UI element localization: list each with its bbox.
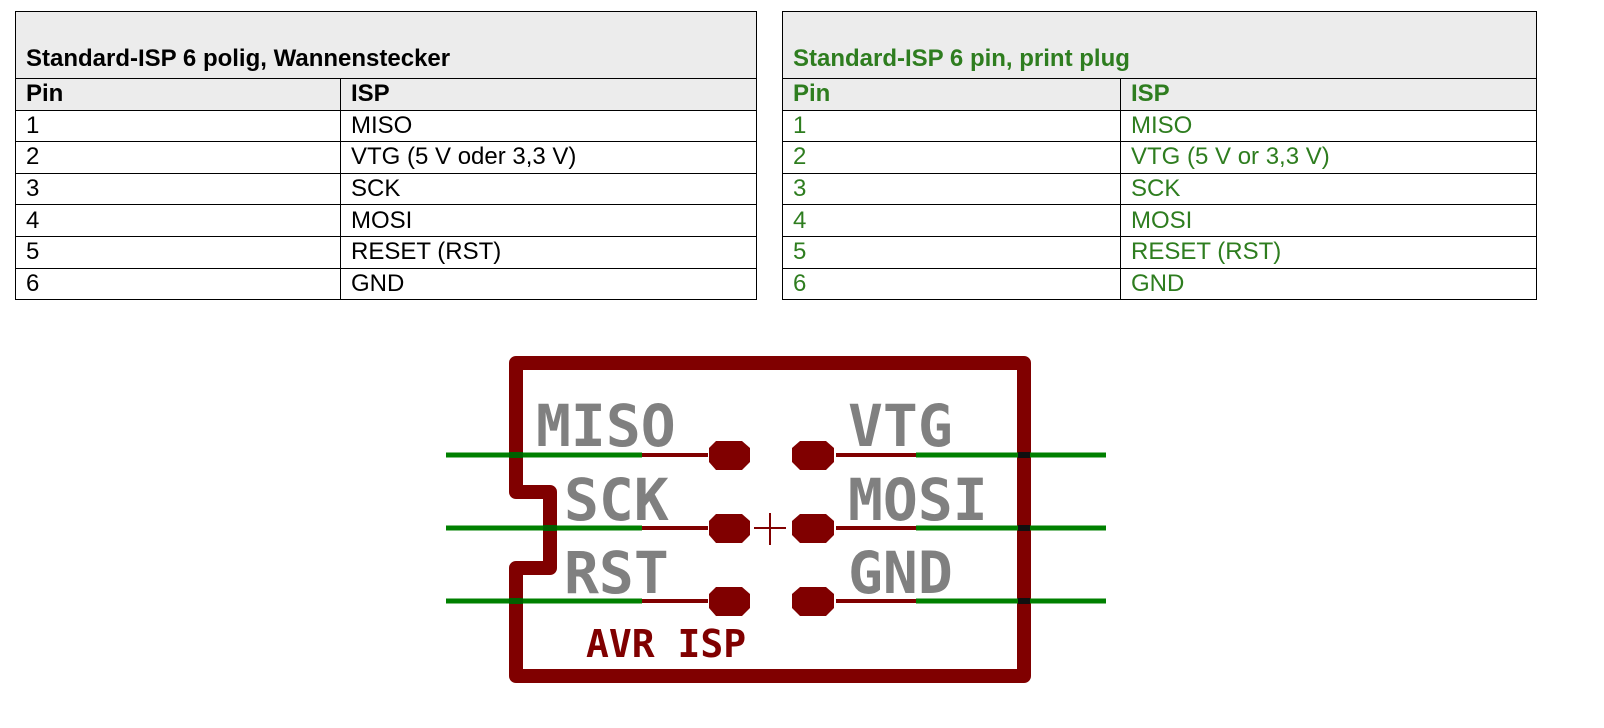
wire-junction bbox=[509, 452, 523, 458]
pin-number: 1 bbox=[15, 109, 341, 143]
pin-number: 5 bbox=[15, 235, 341, 269]
pin-signal: RESET (RST) bbox=[340, 235, 757, 269]
column-header-pin: Pin bbox=[15, 78, 341, 111]
pin-number: 3 bbox=[15, 172, 341, 206]
label-miso: MISO bbox=[536, 392, 676, 460]
pin-number: 6 bbox=[782, 267, 1121, 301]
label-vtg: VTG bbox=[848, 392, 953, 460]
wire-junction bbox=[1018, 452, 1030, 458]
left-wires bbox=[446, 452, 708, 604]
pad-gnd bbox=[792, 587, 834, 616]
pin-number: 4 bbox=[15, 204, 341, 237]
pad-sck bbox=[709, 514, 750, 543]
column-header-isp: ISP bbox=[340, 78, 757, 111]
pads bbox=[709, 441, 834, 616]
table-title: Standard-ISP 6 polig, Wannenstecker bbox=[15, 11, 757, 79]
label-mosi: MOSI bbox=[848, 466, 988, 534]
pin-signal: GND bbox=[1120, 267, 1537, 301]
pad-mosi bbox=[792, 514, 834, 543]
wire-junction bbox=[543, 525, 557, 531]
connector-name: AVR ISP bbox=[586, 622, 746, 666]
pin-signal: MISO bbox=[1120, 109, 1537, 143]
pad-miso bbox=[709, 441, 750, 470]
wire-junction bbox=[509, 598, 523, 604]
pin-signal: MOSI bbox=[340, 204, 757, 237]
pinout-table-english: Standard-ISP 6 pin, print plug Pin ISP 1… bbox=[782, 11, 1537, 301]
pin-number: 5 bbox=[782, 235, 1121, 269]
pad-rst bbox=[709, 587, 750, 616]
column-header-isp: ISP bbox=[1120, 78, 1537, 111]
label-gnd: GND bbox=[848, 539, 953, 607]
pin-number: 2 bbox=[782, 141, 1121, 174]
table-title: Standard-ISP 6 pin, print plug bbox=[782, 11, 1537, 79]
column-header-pin: Pin bbox=[782, 78, 1121, 111]
pin-number: 4 bbox=[782, 204, 1121, 237]
wire-junction bbox=[1018, 525, 1030, 531]
label-rst: RST bbox=[564, 539, 669, 607]
pin-signal: SCK bbox=[340, 172, 757, 206]
avr-isp-connector-schematic: MISO SCK RST VTG MOSI GND AVR ISP bbox=[446, 356, 1106, 683]
pin-signal: SCK bbox=[1120, 172, 1537, 206]
pin-number: 2 bbox=[15, 141, 341, 174]
pin-number: 6 bbox=[15, 267, 341, 301]
pin-signal: GND bbox=[340, 267, 757, 301]
pin-signal: RESET (RST) bbox=[1120, 235, 1537, 269]
connector-body-outline bbox=[509, 356, 1031, 683]
pinout-table-german: Standard-ISP 6 polig, Wannenstecker Pin … bbox=[15, 11, 757, 301]
right-wires bbox=[836, 452, 1106, 604]
pin-number: 1 bbox=[782, 109, 1121, 143]
wire-junction bbox=[1018, 598, 1030, 604]
origin-cross-icon bbox=[754, 513, 786, 545]
label-sck: SCK bbox=[564, 466, 669, 534]
pin-signal: VTG (5 V oder 3,3 V) bbox=[340, 141, 757, 174]
pad-vtg bbox=[792, 441, 834, 470]
pin-signal: MOSI bbox=[1120, 204, 1537, 237]
pin-signal: VTG (5 V or 3,3 V) bbox=[1120, 141, 1537, 174]
pin-number: 3 bbox=[782, 172, 1121, 206]
pin-signal: MISO bbox=[340, 109, 757, 143]
